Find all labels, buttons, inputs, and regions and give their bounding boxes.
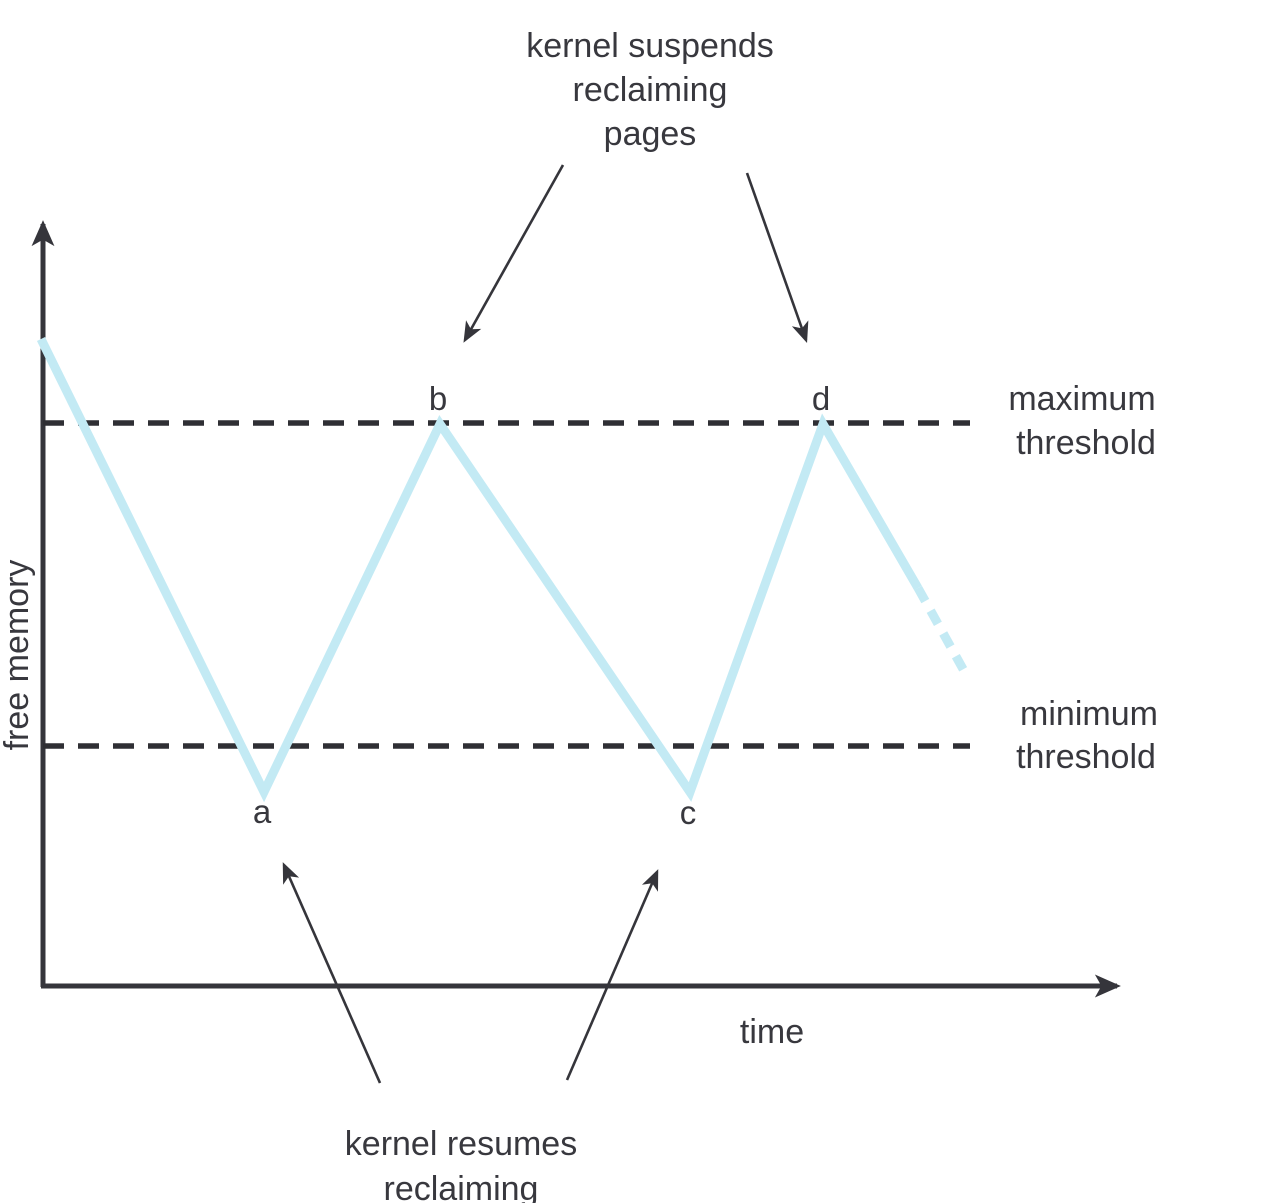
point-label-b: b <box>429 380 447 417</box>
point-label-c: c <box>680 794 697 831</box>
maximum-threshold-label-line2: threshold <box>1016 424 1156 462</box>
free-memory-curve-continuation <box>914 585 972 681</box>
maximum-threshold-label-line1: maximum <box>1008 380 1155 418</box>
y-axis-label: free memory <box>0 560 36 751</box>
resume-arrow-to-c <box>565 869 659 1081</box>
minimum-threshold-label-line2: threshold <box>1016 738 1156 776</box>
bottom-annotation-line2: reclaiming <box>384 1170 539 1203</box>
point-label-a: a <box>253 793 272 830</box>
suspend-arrow-to-d <box>745 172 809 343</box>
bottom-annotation-line1: kernel resumes <box>345 1125 577 1163</box>
suspend-arrow-to-b <box>463 164 565 343</box>
top-annotation-line1: kernel suspends <box>526 27 774 65</box>
point-label-d: d <box>812 380 830 417</box>
top-annotation-line3: pages <box>604 115 697 153</box>
top-annotation-line2: reclaiming <box>573 71 728 109</box>
minimum-threshold-label-line1: minimum <box>1020 695 1158 733</box>
resume-arrow-to-a <box>282 862 382 1084</box>
x-axis-label: time <box>740 1013 804 1051</box>
free-memory-curve <box>36 337 922 803</box>
